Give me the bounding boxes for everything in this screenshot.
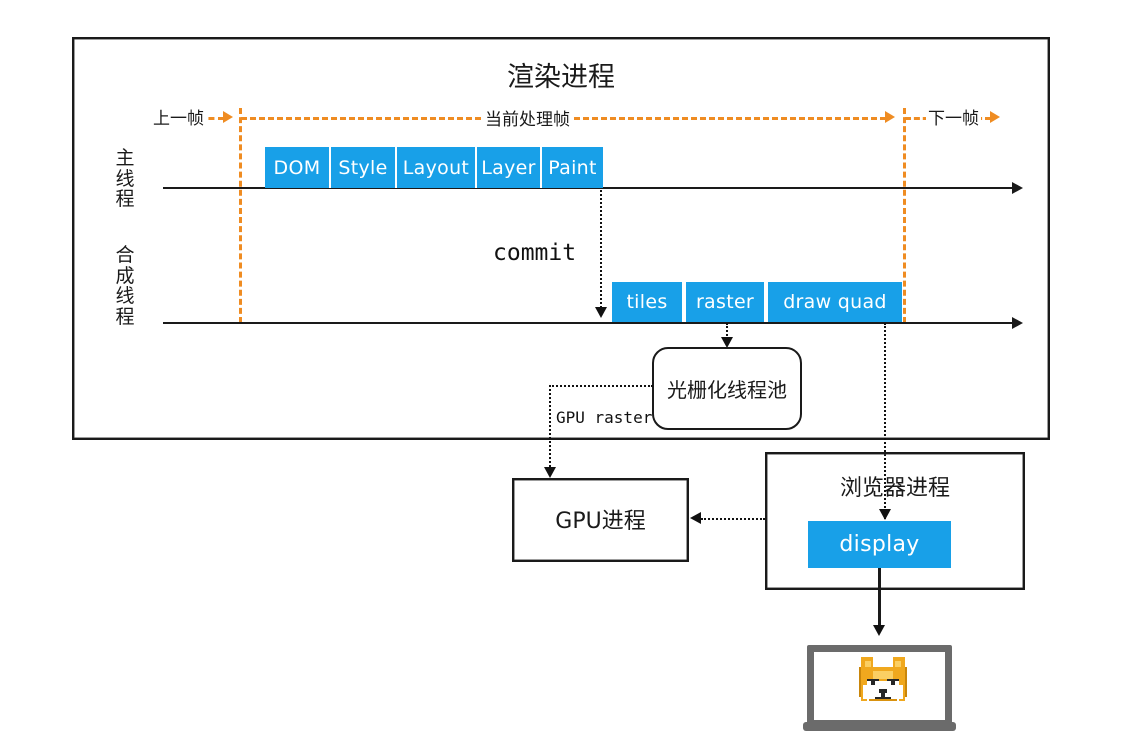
display-label: display: [839, 532, 920, 557]
main-thread-label: 主线程: [115, 147, 135, 211]
commit-connector-arrowhead: [595, 307, 607, 318]
current-frame-label: 当前处理帧: [483, 105, 572, 130]
compositor-thread-label: 合成线程: [115, 244, 135, 328]
stage-label: Layer: [481, 156, 536, 179]
stage-block-layout[interactable]: Layout: [397, 147, 477, 188]
rasterization-thread-pool-label: 光栅化线程池: [667, 378, 787, 402]
rasterization-thread-pool-box: 光栅化线程池: [652, 347, 802, 430]
stage-block-paint[interactable]: Paint: [542, 147, 603, 188]
raster-to-pool-arrowhead: [721, 337, 733, 348]
draw-quad-to-display-arrowhead: [879, 509, 891, 520]
gpu-process-box: [512, 478, 689, 562]
next-frame-arrowhead: [990, 111, 1000, 123]
stage-block-style[interactable]: Style: [331, 147, 397, 188]
next-frame-label: 下一帧: [926, 104, 981, 129]
main-thread-axis: [163, 187, 1015, 189]
browser-to-gpu-arrowhead: [690, 512, 701, 524]
stage-block-dom[interactable]: DOM: [265, 147, 331, 188]
doge-face-icon: [855, 653, 911, 713]
renderer-process-title: 渲染进程: [507, 62, 615, 93]
stage-label: draw quad: [783, 291, 887, 313]
browser-process-title: 浏览器进程: [839, 476, 950, 501]
frame-boundary-end: [903, 108, 906, 323]
commit-label: commit: [493, 240, 577, 266]
display-to-screen-line: [878, 568, 881, 628]
display-block[interactable]: display: [808, 521, 951, 568]
gpu-process-title: GPU进程: [555, 509, 646, 534]
main-thread-axis-arrowhead: [1012, 182, 1023, 194]
stage-block-layer[interactable]: Layer: [477, 147, 542, 188]
compositor-thread-axis: [163, 322, 1015, 324]
previous-frame-label: 上一帧: [151, 104, 206, 129]
stage-label: Layout: [402, 156, 470, 179]
stage-label: tiles: [626, 291, 668, 313]
previous-frame-arrowhead: [223, 111, 233, 123]
frame-boundary-start: [239, 108, 242, 323]
stage-label: raster: [695, 291, 755, 313]
commit-connector-line: [600, 190, 602, 308]
current-frame-arrowhead: [885, 111, 895, 123]
compositor-thread-axis-arrowhead: [1012, 317, 1023, 329]
stage-block-raster[interactable]: raster: [686, 282, 766, 322]
browser-to-gpu-line: [701, 518, 765, 520]
stage-block-draw-quad[interactable]: draw quad: [768, 282, 902, 322]
renderer-process-box: [72, 37, 1050, 440]
stage-label: DOM: [273, 156, 321, 179]
draw-quad-to-display-line: [884, 323, 886, 519]
display-to-screen-arrowhead: [873, 625, 885, 636]
stage-block-tiles[interactable]: tiles: [612, 282, 684, 322]
stage-label: Style: [338, 156, 388, 179]
browser-process-box: [765, 452, 1025, 590]
stage-label: Paint: [548, 156, 597, 179]
gpu-raster-line-vertical: [549, 385, 551, 475]
gpu-raster-label: GPU raster: [556, 408, 653, 427]
laptop-base: [803, 722, 956, 731]
gpu-raster-line-horizontal: [549, 385, 653, 387]
raster-to-pool-line: [726, 323, 728, 339]
gpu-raster-arrowhead: [544, 467, 556, 478]
